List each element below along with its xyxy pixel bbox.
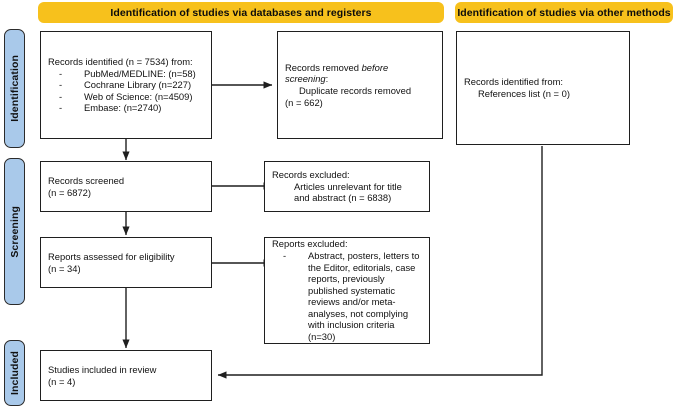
box-studies-included: Studies included in review (n = 4): [40, 350, 212, 401]
phase-label-screening: Screening: [4, 158, 25, 305]
phase-label-included: Included: [4, 340, 25, 406]
studies-included-line-1: Studies included in review: [48, 363, 157, 375]
bullet-dash-icon: -: [59, 90, 63, 102]
box-records-excluded: Records excluded: Articles unrelevant fo…: [264, 161, 430, 212]
records-excluded-heading: Records excluded:: [272, 169, 350, 181]
reports-excluded-bullet-text: Abstract, posters, letters to the Editor…: [308, 249, 420, 343]
box-other-methods-records-identified: Records identified from: References list…: [456, 31, 630, 145]
records-removed-line-1: Records removed before: [285, 62, 435, 74]
records-removed-line-1-italic: before: [361, 61, 389, 73]
records-identified-bullet-pubmed: - PubMed/MEDLINE: (n=58): [48, 68, 204, 80]
records-excluded-line-3: and abstract (n = 6838): [294, 192, 392, 204]
reports-assessed-line-2: (n = 34): [48, 262, 81, 274]
reports-excluded-heading: Reports excluded:: [272, 238, 348, 250]
records-removed-line-2-post: :: [325, 73, 329, 85]
records-screened-line-2: (n = 6872): [48, 186, 91, 198]
studies-included-line-2: (n = 4): [48, 375, 76, 387]
bullet-dash-icon: -: [283, 249, 287, 261]
records-excluded-line-2: Articles unrelevant for title: [294, 180, 402, 192]
reports-excluded-bullet: - Abstract, posters, letters to the Edit…: [272, 250, 422, 343]
records-identified-bullet-cochrane: - Cochrane Library (n=227): [48, 79, 204, 91]
box-records-screened: Records screened (n = 6872): [40, 161, 212, 212]
records-removed-line-2: screening:: [285, 73, 435, 85]
records-removed-line-2-italic: screening: [285, 73, 326, 85]
other-methods-line-1: Records identified from:: [464, 76, 564, 88]
banner-databases-registers: Identification of studies via databases …: [38, 2, 444, 23]
records-removed-line-4: (n = 662): [285, 96, 323, 108]
banner-other-methods: Identification of studies via other meth…: [455, 2, 673, 23]
records-identified-bullet-wos: - Web of Science: (n=4509): [48, 91, 204, 103]
banner-databases-registers-text: Identification of studies via databases …: [110, 6, 372, 19]
other-methods-line-2: References list (n = 0): [478, 88, 570, 99]
phase-label-identification-text: Identification: [8, 55, 21, 122]
banner-other-methods-text: Identification of studies via other meth…: [457, 6, 671, 19]
records-identified-bullet-embase: - Embase: (n=2740): [48, 102, 204, 114]
phase-label-screening-text: Screening: [8, 205, 21, 258]
records-removed-line-1-pre: Records removed: [285, 61, 362, 73]
bullet-dash-icon: -: [59, 67, 63, 79]
phase-label-identification: Identification: [4, 29, 25, 148]
box-records-removed: Records removed before screening: Duplic…: [277, 31, 443, 139]
bullet-dash-icon: -: [59, 102, 63, 114]
box-records-identified: Records identified (n = 7534) from: - Pu…: [40, 31, 212, 139]
records-identified-heading: Records identified (n = 7534) from:: [48, 56, 193, 68]
bullet-dash-icon: -: [59, 79, 63, 91]
box-reports-excluded: Reports excluded: - Abstract, posters, l…: [264, 237, 430, 344]
reports-assessed-line-1: Reports assessed for eligibility: [48, 250, 175, 262]
records-screened-line-1: Records screened: [48, 174, 125, 186]
records-removed-line-3: Duplicate records removed: [299, 85, 412, 96]
phase-label-included-text: Included: [8, 351, 21, 395]
box-reports-assessed: Reports assessed for eligibility (n = 34…: [40, 237, 212, 288]
